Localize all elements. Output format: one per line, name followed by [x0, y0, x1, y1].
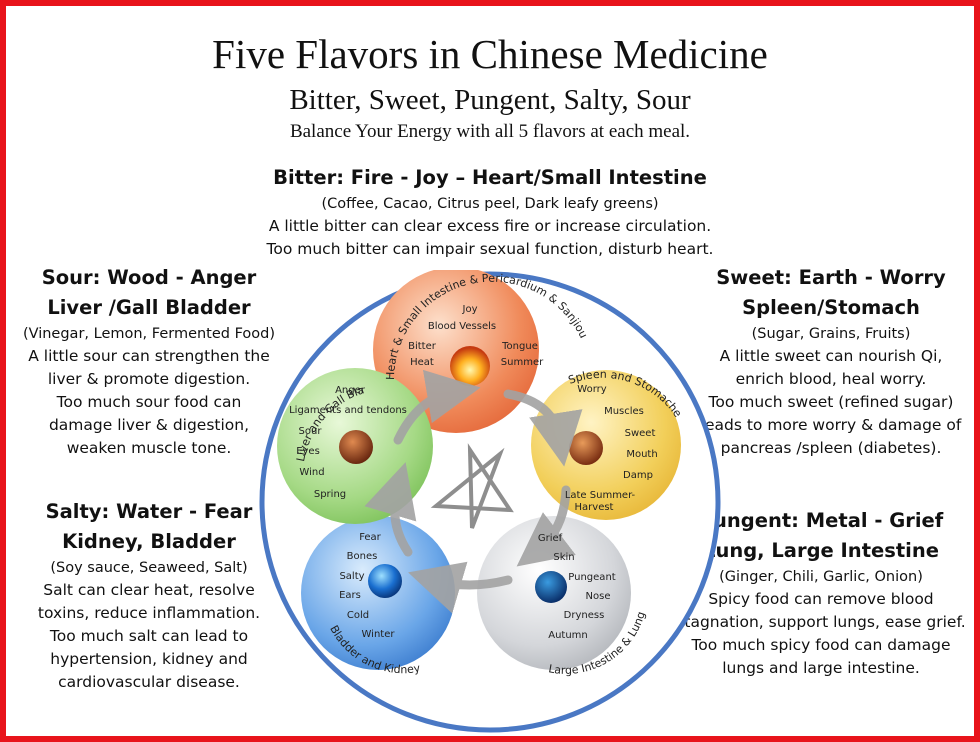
cycle-arrow — [364, 462, 417, 557]
sweet-line: pancreas /spleen (diabetes). — [720, 439, 942, 457]
earth-item: Damp — [623, 470, 653, 481]
fire-ball-icon — [450, 346, 490, 386]
earth-item: Worry — [577, 384, 606, 395]
pungent-line: Spicy food can remove blood — [708, 590, 934, 608]
salty-line: Too much salt can lead to — [49, 627, 249, 645]
earth-item: Muscles — [604, 406, 644, 417]
water-planet-icon — [368, 564, 402, 598]
salty-line: cardiovascular disease. — [58, 673, 240, 691]
wood-item: Spring — [314, 489, 346, 500]
salty-line: Salt can clear heat, resolve — [43, 581, 255, 599]
pungent-line: Too much spicy food can damage — [691, 636, 951, 654]
sweet-heading: Sweet: Earth - Worry — [716, 266, 946, 289]
metal-planet-icon — [535, 571, 567, 603]
salty-block: Salty: Water - Fear Kidney, Bladder (Soy… — [8, 497, 290, 694]
wood-item: Anger — [335, 385, 366, 396]
star-path — [430, 443, 514, 529]
water-item: Fear — [359, 532, 381, 543]
bitter-examples: (Coffee, Cacao, Citrus peel, Dark leafy … — [321, 196, 659, 212]
wood-item: Sour — [299, 426, 323, 437]
metal-item: Nose — [586, 591, 611, 602]
pungent-line: stagnation, support lungs, ease grief. — [676, 613, 966, 631]
fire-item: Tongue — [501, 341, 538, 352]
sour-block: Sour: Wood - Anger Liver /Gall Bladder (… — [8, 263, 290, 460]
wood-planet-icon — [339, 430, 373, 464]
cycle-arrow — [408, 561, 513, 614]
bitter-line: A little bitter can clear excess fire or… — [268, 217, 712, 235]
wood-item: Eyes — [296, 446, 320, 457]
salty-organs: Kidney, Bladder — [62, 530, 236, 553]
metal-item: Pungeant — [568, 572, 615, 583]
sour-organs: Liver /Gall Bladder — [47, 296, 251, 319]
pungent-organs: Lung, Large Intestine — [703, 539, 939, 562]
sour-heading: Sour: Wood - Anger — [41, 266, 257, 289]
sweet-examples: (Sugar, Grains, Fruits) — [751, 326, 911, 342]
bitter-block: Bitter: Fire - Joy – Heart/Small Intesti… — [200, 163, 780, 261]
sweet-block: Sweet: Earth - Worry Spleen/Stomach (Sug… — [690, 263, 972, 460]
wood-item: Wind — [299, 467, 324, 478]
bitter-heading: Bitter: Fire - Joy – Heart/Small Intesti… — [273, 166, 707, 189]
fire-item: Blood Vessels — [428, 321, 496, 332]
five-elements-diagram: Joy Blood Vessels Bitter Heat Tongue Sum… — [258, 270, 721, 733]
earth-item: Late Summer- — [565, 490, 636, 501]
control-cycle-star — [430, 443, 514, 529]
earth-item: Sweet — [625, 428, 656, 439]
cycle-arrow — [503, 389, 583, 467]
water-item: Winter — [362, 629, 396, 640]
water-item: Ears — [339, 590, 361, 601]
water-item: Bones — [347, 551, 378, 562]
sour-line: damage liver & digestion, — [48, 416, 250, 434]
salty-line: hypertension, kidney and — [50, 650, 248, 668]
sour-line: Too much sour food can — [56, 393, 242, 411]
wood-labels: Anger Ligaments and tendons Sour Eyes Wi… — [289, 385, 407, 500]
fire-item: Summer — [501, 357, 544, 368]
fire-circle — [373, 270, 539, 433]
sweet-line: A little sweet can nourish Qi, — [719, 347, 943, 365]
metal-item: Autumn — [548, 630, 588, 641]
metal-item: Skin — [553, 552, 574, 563]
sour-line: liver & promote digestion. — [47, 370, 251, 388]
cycle-arrow — [393, 369, 481, 445]
earth-circle — [531, 370, 681, 520]
metal-labels: Grief Skin Pungeant Nose Dryness Autumn — [538, 533, 616, 641]
sweet-line: leads to more worry & damage of — [700, 416, 962, 434]
pungent-line: lungs and large intestine. — [722, 659, 920, 677]
page-subtitle: Bitter, Sweet, Pungent, Salty, Sour — [289, 84, 691, 116]
metal-item: Grief — [538, 533, 563, 544]
sour-line: weaken muscle tone. — [66, 439, 232, 457]
earth-item: Mouth — [626, 449, 657, 460]
page-title: Five Flavors in Chinese Medicine — [212, 31, 768, 77]
tagline: Balance Your Energy with all 5 flavors a… — [289, 121, 691, 142]
sour-examples: (Vinegar, Lemon, Fermented Food) — [22, 326, 276, 342]
sweet-organs: Spleen/Stomach — [742, 296, 920, 319]
earth-labels: Worry Muscles Sweet Mouth Damp Late Summ… — [565, 384, 658, 513]
earth-planet-icon — [569, 431, 603, 465]
earth-item: Harvest — [575, 502, 614, 513]
wood-item: Ligaments and tendons — [289, 405, 407, 416]
fire-item: Joy — [462, 304, 478, 315]
generation-cycle-arrows — [364, 369, 583, 614]
metal-item: Dryness — [564, 610, 605, 621]
pungent-examples: (Ginger, Chili, Garlic, Onion) — [719, 569, 923, 585]
cycle-arrow — [516, 485, 576, 567]
water-labels: Fear Bones Salty Ears Cold Winter — [339, 532, 395, 640]
sweet-line: Too much sweet (refined sugar) — [708, 393, 954, 411]
pungent-heading: Pungent: Metal - Grief — [698, 509, 944, 532]
bitter-line: Too much bitter can impair sexual functi… — [266, 240, 714, 258]
salty-heading: Salty: Water - Fear — [45, 500, 253, 523]
fire-labels: Joy Blood Vessels Bitter Heat Tongue Sum… — [408, 304, 544, 368]
pungent-block: Pungent: Metal - Grief Lung, Large Intes… — [670, 506, 972, 680]
salty-examples: (Soy sauce, Seaweed, Salt) — [50, 560, 248, 576]
water-item: Salty — [339, 571, 364, 582]
fire-item: Heat — [410, 357, 434, 368]
water-item: Cold — [347, 610, 369, 621]
sour-line: A little sour can strengthen the — [28, 347, 270, 365]
fire-item: Bitter — [408, 341, 437, 352]
salty-line: toxins, reduce inflammation. — [37, 604, 261, 622]
sweet-line: enrich blood, heal worry. — [735, 370, 927, 388]
